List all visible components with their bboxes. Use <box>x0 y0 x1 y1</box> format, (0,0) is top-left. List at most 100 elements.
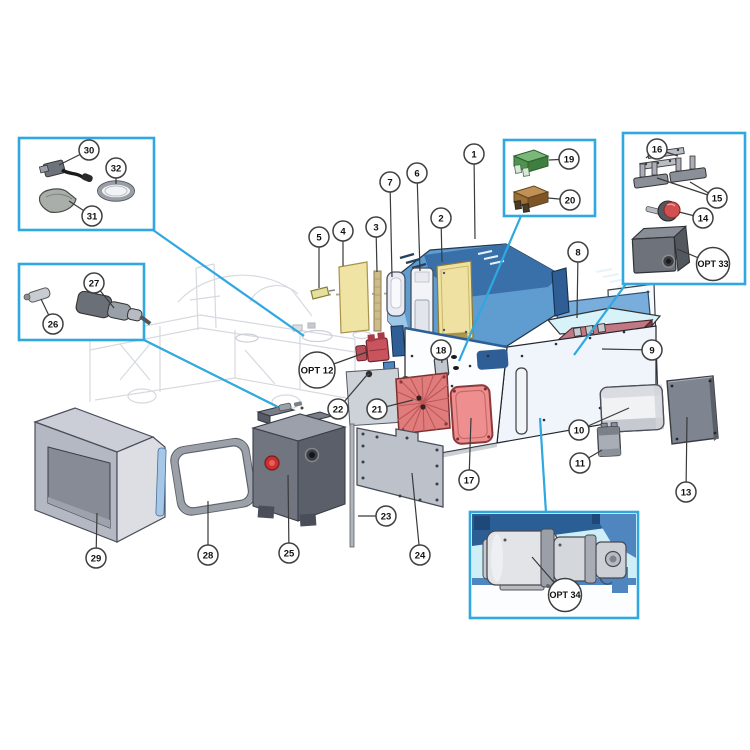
callout-leader-6 <box>416 172 421 272</box>
cover-10 <box>599 384 665 433</box>
opt-callout-circle-OPT 33 <box>695 246 731 282</box>
part-opt12 <box>355 332 390 363</box>
callout-label-17: 17 <box>464 475 475 486</box>
callout-circle-19 <box>558 148 580 170</box>
strip-23 <box>349 423 355 548</box>
inset-leaders <box>143 215 627 514</box>
callout-label-8: 8 <box>575 247 580 258</box>
cover-17 <box>449 384 494 445</box>
callout-leader-8 <box>576 251 579 319</box>
callout-circle-2 <box>430 207 452 229</box>
callout-label-11: 11 <box>575 458 586 469</box>
callout-circle-10 <box>568 419 590 441</box>
callout-circle-30 <box>78 139 100 161</box>
plate-24 <box>356 427 444 508</box>
callout-circle-20 <box>559 189 581 211</box>
fan-21 <box>345 367 451 435</box>
callout-label-27: 27 <box>89 278 100 289</box>
callout-circle-7 <box>379 171 401 193</box>
base-fuses <box>451 355 459 370</box>
callout-circle-5 <box>308 226 330 248</box>
callout-circle-29 <box>85 547 107 569</box>
knob-14 <box>645 200 681 222</box>
callout-leader-1 <box>473 153 476 240</box>
callout-label-13: 13 <box>681 487 692 498</box>
callout-leader-7 <box>389 181 393 278</box>
callout-circle-25 <box>278 542 300 564</box>
opt-callout-label-OPT 34: OPT 34 <box>549 590 580 600</box>
callout-label-1: 1 <box>471 149 477 160</box>
opt-callout-circle-OPT 34 <box>547 577 583 613</box>
fuse-19 <box>512 149 550 177</box>
callout-circle-3 <box>365 216 387 238</box>
callout-label-5: 5 <box>316 232 322 243</box>
callout-circle-18 <box>430 339 452 361</box>
part-4 <box>338 261 370 334</box>
opt33-box <box>630 225 691 274</box>
exploded-parts-row <box>310 261 434 339</box>
callout-circle-31 <box>81 205 103 227</box>
callout-label-18: 18 <box>436 345 447 356</box>
callout-circle-21 <box>366 398 388 420</box>
callout-circle-22 <box>327 398 349 420</box>
callout-label-15: 15 <box>712 193 723 204</box>
housing-29 <box>33 407 167 543</box>
callout-label-2: 2 <box>438 213 443 224</box>
callout-circle-16 <box>646 138 668 160</box>
callout-circle-23 <box>375 505 397 527</box>
callout-label-32: 32 <box>111 163 122 174</box>
callout-label-6: 6 <box>414 168 419 179</box>
callout-circle-11 <box>569 452 591 474</box>
callout-label-31: 31 <box>87 211 98 222</box>
callout-circle-24 <box>409 544 431 566</box>
callout-label-26: 26 <box>48 319 59 330</box>
callout-label-24: 24 <box>415 550 426 561</box>
callout-label-16: 16 <box>652 144 663 155</box>
gasket-28 <box>170 437 257 516</box>
callout-leader-25 <box>287 474 290 554</box>
callout-label-7: 7 <box>387 177 392 188</box>
inset-box-electrics <box>621 131 747 286</box>
inset-box-sensor <box>17 262 152 342</box>
opt-callout-label-OPT 12: OPT 12 <box>301 365 334 376</box>
starter-motor <box>482 528 627 591</box>
callout-label-4: 4 <box>340 226 346 237</box>
callout-circle-28 <box>197 544 219 566</box>
callout-label-22: 22 <box>333 404 344 415</box>
callout-label-3: 3 <box>373 222 378 233</box>
part-3 <box>373 270 382 332</box>
fuse-20 <box>512 185 550 213</box>
opt-callout-label-OPT 33: OPT 33 <box>697 259 728 269</box>
callout-circle-13 <box>675 481 697 503</box>
ghost-chassis <box>87 263 372 410</box>
base-pillar <box>515 367 528 435</box>
callout-label-14: 14 <box>698 213 709 224</box>
small-screws-above <box>278 401 304 412</box>
housing-vents <box>477 250 634 288</box>
callout-label-19: 19 <box>564 154 575 165</box>
callout-circle-17 <box>458 469 480 491</box>
callout-circle-9 <box>641 339 663 361</box>
inset-box-fuses <box>502 138 597 218</box>
blocks-15 <box>633 155 707 189</box>
callout-label-20: 20 <box>565 195 576 206</box>
callout-circle-27 <box>83 272 105 294</box>
part-27 <box>75 290 152 326</box>
callout-label-30: 30 <box>84 145 95 156</box>
box-25 <box>251 401 347 527</box>
callout-circle-26 <box>42 313 64 335</box>
part-31 <box>38 188 77 213</box>
callout-label-28: 28 <box>203 550 214 561</box>
callout-label-10: 10 <box>574 425 585 436</box>
callout-label-21: 21 <box>372 404 383 415</box>
callout-circle-32 <box>105 157 127 179</box>
callout-circle-15 <box>706 187 728 209</box>
callout-label-9: 9 <box>649 345 654 356</box>
callout-circle-1 <box>463 143 485 165</box>
part-6 <box>410 267 434 339</box>
callout-circle-6 <box>406 162 428 184</box>
callout-label-23: 23 <box>381 511 392 522</box>
callout-circle-8 <box>567 241 589 263</box>
panel-2 <box>436 260 474 342</box>
